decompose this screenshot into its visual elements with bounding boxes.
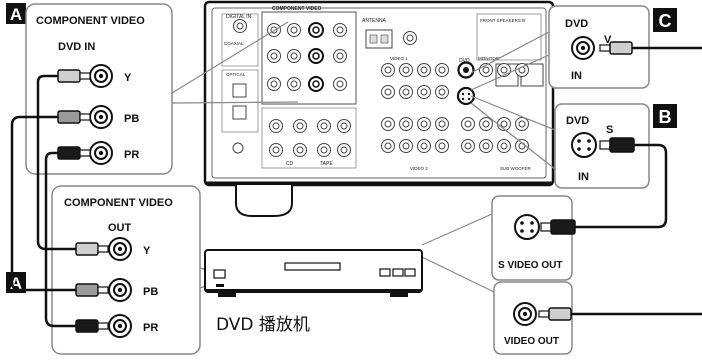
receiver-digital-in-label: DIGITAL IN (226, 14, 252, 20)
callout-lines (171, 21, 556, 293)
player-panel-subtitle: OUT (108, 222, 132, 234)
dvd-s-in-bottom-label: IN (578, 171, 589, 183)
player-pr-label: PR (143, 322, 158, 334)
dvd-s-video-in-panel: DVD S IN (554, 103, 650, 189)
badge-c-text: C (659, 11, 672, 31)
receiver-optical-label: OPTICAL (226, 72, 246, 77)
dvd-v-in-top-label: DVD (565, 18, 588, 30)
receiver-pb-label: PB (124, 113, 139, 125)
receiver-pr-plug (57, 146, 91, 160)
receiver-video2-label: VIDEO 2 (410, 166, 428, 171)
receiver-y-label: Y (124, 72, 132, 84)
player-pb-label: PB (143, 286, 158, 298)
dvd-player-caption: DVD 播放机 (216, 315, 310, 335)
receiver-y-plug (57, 69, 91, 83)
badge-b-text: B (659, 107, 672, 127)
badge-c: C (653, 8, 677, 32)
dvd-v-in-plug (599, 41, 633, 55)
dvd-s-in-jack-label: S (606, 124, 613, 136)
dvd-v-in-bottom-label: IN (571, 70, 582, 82)
receiver-component-panel: COMPONENT VIDEO DVD IN Y PB PR (25, 3, 173, 175)
player-pb-jack (108, 278, 132, 302)
receiver-pr-label: PR (124, 149, 139, 161)
dvd-v-in-jack (571, 36, 595, 60)
video-out-label: VIDEO OUT (504, 336, 559, 347)
dvd-s-in-top-label: DVD (566, 115, 589, 127)
video-out-plug (538, 307, 572, 321)
badge-b: B (653, 104, 677, 128)
dvd-video-in-panel: DVD V IN (548, 5, 650, 89)
receiver-pb-jack (89, 105, 113, 129)
s-video-out-label: S VIDEO OUT (498, 260, 562, 271)
player-pr-jack (108, 314, 132, 338)
receiver-monitor-label: MONITOR (478, 56, 500, 61)
receiver-front-speakers-label: FRONT SPEAKERS B (480, 18, 525, 23)
player-y-jack (108, 237, 132, 261)
component-cables (10, 74, 76, 328)
receiver-dvd-label: DVD (459, 58, 470, 64)
receiver-antenna-label: ANTENNA (362, 18, 387, 24)
dvd-v-in-jack-label: V (604, 34, 612, 46)
receiver-unit: DIGITAL IN COAXIAL OPTICAL COMPONENT VID… (203, 0, 555, 217)
receiver-coaxial-label: COAXIAL (224, 41, 244, 46)
receiver-pr-jack (89, 141, 113, 165)
video-out-jack (513, 302, 537, 326)
s-video-out-jack (514, 214, 540, 240)
receiver-tape-label: TAPE (320, 161, 333, 167)
player-y-label: Y (143, 245, 151, 257)
receiver-dvd-s-video-jack (456, 86, 476, 106)
receiver-component-label: COMPONENT VIDEO (272, 6, 322, 12)
receiver-panel-title: COMPONENT VIDEO (36, 15, 145, 27)
dvd-player (204, 249, 423, 297)
dvd-s-in-jack (571, 132, 597, 158)
video-cables (571, 46, 702, 316)
player-panel-title: COMPONENT VIDEO (64, 197, 173, 209)
dvd-s-in-plug (599, 137, 635, 153)
player-component-panel: COMPONENT VIDEO OUT Y PB PR (51, 185, 201, 355)
badge-a: A (6, 3, 26, 24)
receiver-panel-subtitle: DVD IN (58, 41, 95, 53)
badge-a-text: A (10, 5, 22, 24)
receiver-video1-label: VIDEO 1 (390, 56, 408, 61)
s-video-out-panel: S VIDEO OUT (491, 195, 576, 281)
receiver-subwoofer-label: SUB WOOFER (500, 166, 532, 171)
receiver-cd-label: CD (286, 161, 294, 167)
receiver-pb-plug (57, 110, 91, 124)
receiver-component-jacks (267, 22, 347, 92)
receiver-y-jack (89, 64, 113, 88)
video-out-panel: VIDEO OUT (493, 281, 573, 355)
